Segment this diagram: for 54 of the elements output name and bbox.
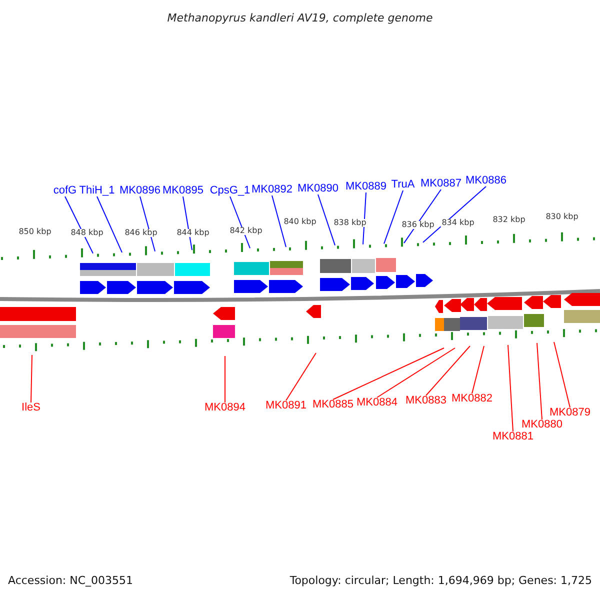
gene-label: MK0887: [420, 178, 462, 190]
gene-label: MK0894: [204, 402, 246, 414]
gene-label: MK0890: [298, 184, 338, 194]
leader-line: [286, 352, 316, 401]
leader-line: [554, 342, 570, 408]
footer-text: Accession: NC_003551: [8, 575, 134, 586]
chart-title: Methanopyrus kandleri AV19, complete genome: [167, 12, 433, 24]
leader-line: [272, 195, 286, 248]
tick-label: 850 kbp: [18, 228, 52, 236]
gene-label: MK0896: [120, 186, 160, 196]
tick-label: 830 kbp: [544, 213, 580, 221]
gene-label: MK0895: [162, 186, 204, 196]
leader-line: [332, 348, 444, 400]
tick-label: 844 kbp: [176, 229, 210, 237]
gene-label: MK0885: [312, 400, 354, 410]
gene-label: MK0880: [522, 420, 562, 430]
gene-label: MK0881: [492, 432, 534, 442]
tick-label: 834 kbp: [440, 219, 476, 227]
tick-label: 838 kbp: [332, 219, 368, 227]
gene-label: MK0892: [252, 184, 292, 196]
tick-label: 846 kbp: [124, 229, 158, 237]
leader-line: [376, 348, 456, 398]
leader-line: [96, 196, 122, 253]
leader-line: [472, 346, 484, 394]
tick-label: 842 kbp: [228, 227, 264, 235]
gene-label: MK0882: [452, 394, 492, 404]
leader-line: [224, 356, 226, 403]
leader-line: [426, 346, 470, 396]
tick-label: 840 kbp: [282, 218, 318, 226]
gene-label: MK0889: [346, 182, 386, 192]
leader-line: [318, 194, 336, 246]
tick-label: 832 kbp: [492, 216, 526, 224]
gene-label: MK0879: [550, 408, 590, 418]
leader-line: [384, 190, 404, 244]
leader-line: [422, 186, 486, 243]
leader-line: [140, 196, 156, 252]
leader-line: [404, 189, 442, 244]
gene-label: TruA: [391, 180, 415, 190]
gene-label: MK0886: [466, 176, 506, 186]
leader-line: [30, 354, 32, 403]
leader-line: [508, 344, 514, 432]
gene-label: MK0891: [266, 400, 306, 412]
gene-label: IleS: [22, 402, 40, 414]
leader-line: [182, 196, 192, 251]
gene-label: CpsG_1: [210, 186, 250, 196]
gene-label: cofG: [53, 186, 77, 196]
tick-label: 848 kbp: [70, 229, 104, 237]
leader-line: [64, 196, 94, 254]
tick-label: 836 kbp: [400, 221, 436, 229]
gene-label: ThiH_1: [79, 186, 115, 196]
gene-label: MK0884: [356, 398, 398, 408]
leader-line: [536, 342, 542, 420]
footer-text: Topology: circular; Length: 1,694,969 bp; Genes: 1,725: [290, 575, 592, 586]
gene-label: MK0883: [406, 396, 446, 406]
